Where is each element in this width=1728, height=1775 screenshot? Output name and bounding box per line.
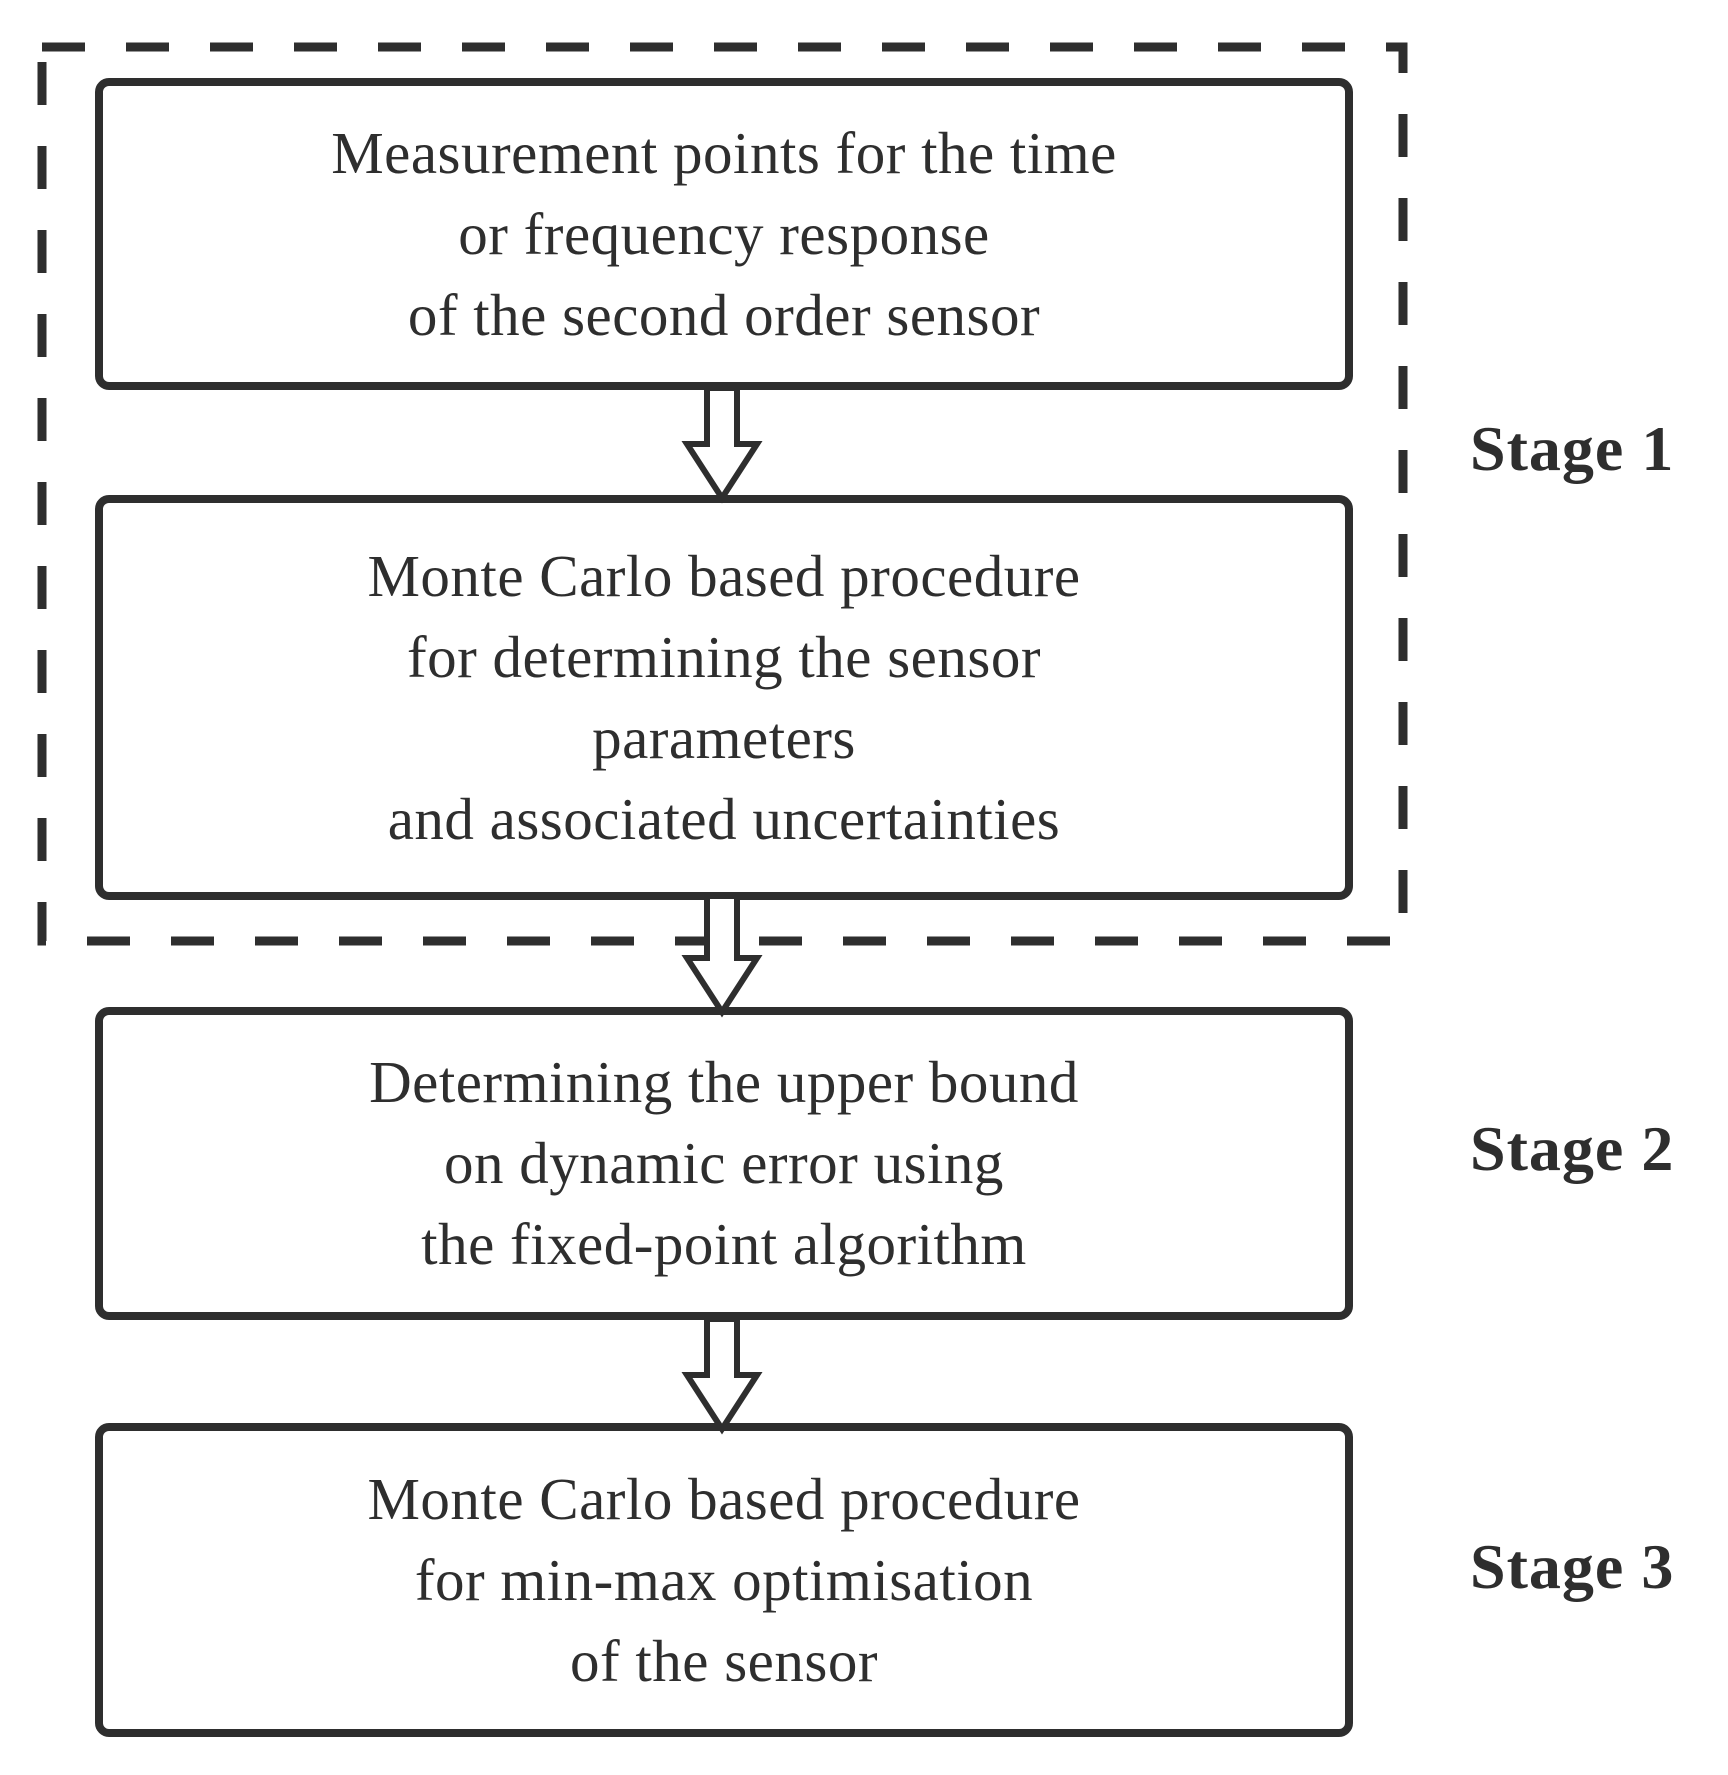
flow-box-measurement-points: Measurement points for the time or frequ… (95, 78, 1353, 390)
flow-box-monte-carlo-minmax: Monte Carlo based procedure for min-max … (95, 1423, 1353, 1737)
flow-box-text-line: the fixed-point algorithm (421, 1211, 1027, 1277)
flow-box-text-line: of the sensor (570, 1627, 878, 1694)
flow-box-text-line: parameters (592, 704, 856, 771)
flow-box-text-line: for determining the sensor (407, 623, 1041, 690)
flow-box-upper-bound-dynamic-error: Determining the upper bound on dynamic e… (95, 1007, 1353, 1320)
flow-box-text-line: of the second order sensor (407, 281, 1041, 348)
flow-box-text-line: for min-max optimisation (414, 1546, 1034, 1613)
down-arrow-icon (681, 1316, 763, 1435)
flow-box-text-line: Measurement points for the time (331, 119, 1117, 186)
flow-box-text-line: Monte Carlo based procedure (367, 1465, 1081, 1532)
stage-3-label: Stage 3 (1470, 1531, 1675, 1602)
flow-box-text-line: and associated uncertainties (387, 785, 1061, 852)
flow-box-text-line: Determining the upper bound (369, 1049, 1079, 1115)
flow-box-text-line: Monte Carlo based procedure (367, 542, 1081, 609)
flow-box-text-line: on dynamic error using (444, 1130, 1004, 1196)
down-arrow-icon (681, 385, 763, 504)
stage-1-label: Stage 1 (1470, 413, 1675, 484)
stage-2-label: Stage 2 (1470, 1113, 1675, 1184)
down-arrow-icon (681, 893, 763, 1018)
flow-box-monte-carlo-parameters: Monte Carlo based procedure for determin… (95, 495, 1353, 900)
flow-box-text-line: or frequency response (458, 200, 990, 267)
